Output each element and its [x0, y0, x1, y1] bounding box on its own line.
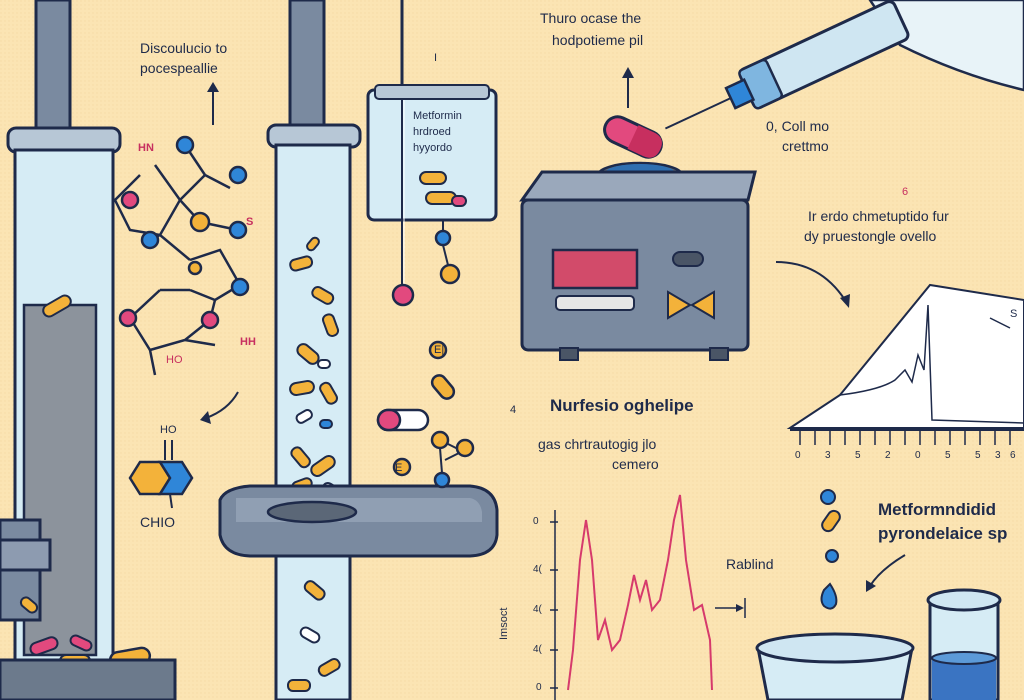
syringe: [664, 0, 1024, 130]
s-label: S: [246, 216, 254, 228]
vial-label-3: hyyordo: [413, 142, 453, 154]
hh-label: HH: [240, 336, 256, 348]
ho-label: HO: [166, 354, 183, 366]
left-column: [0, 0, 177, 700]
step-six-marker: 6: [902, 186, 909, 198]
ho-small-label: HO: [160, 424, 177, 436]
y-axis-label: Imsoct: [498, 607, 510, 640]
peak-s-label: S: [1010, 308, 1018, 320]
tick-label: 2: [885, 450, 891, 461]
tick-label: 3: [995, 450, 1001, 461]
scattered-capsules: [376, 340, 475, 489]
top-text-1: Thuro ocase the: [540, 10, 642, 26]
gc-tick-label: 4(: [533, 564, 542, 575]
metform-text-1: Metformndidid: [878, 500, 997, 519]
nurfesio-title: Nurfesio oghelipe: [550, 396, 694, 415]
top-text-2: hodpotieme pil: [552, 32, 644, 48]
small-four: 4: [510, 404, 517, 416]
hn-label: HN: [138, 142, 154, 154]
pill: [603, 115, 663, 159]
dissolve-label-2: pocespeallie: [140, 60, 218, 76]
gc-tick-label: 0: [536, 682, 542, 693]
gas-text-2: cemero: [612, 456, 659, 472]
peak-chart: [786, 283, 1024, 445]
vial-label-2: hrdroed: [413, 126, 451, 138]
beaker-bowl: [755, 632, 915, 700]
tick-label: 5: [975, 450, 981, 461]
arrow-up-pill: [622, 67, 634, 108]
ir-text-1: Ir erdo chmetuptido fur: [808, 208, 949, 224]
step-marker-b: E: [395, 462, 403, 474]
molecule-atoms: [118, 135, 250, 330]
tick-label: 6: [1010, 450, 1016, 461]
analyzer-instrument: [519, 161, 757, 361]
small-molecule: [128, 440, 194, 509]
gc-tick-label: 4(: [533, 644, 542, 655]
rablind-label: Rablind: [726, 556, 774, 572]
gc-tick-label: 4(: [533, 604, 542, 615]
arrow-up-dissolve: [207, 82, 219, 125]
arrow-down-left: [200, 391, 239, 424]
step-marker-a: E|: [434, 344, 445, 356]
test-tube: [926, 588, 1002, 700]
ir-text-2: dy pruestongle ovello: [804, 228, 937, 244]
call-text-1: 0, Coll mo: [766, 118, 830, 134]
call-text-2: crettmo: [782, 138, 829, 154]
middle-column-capsules: [287, 236, 345, 692]
chio-label: CHIO: [140, 514, 175, 530]
gc-tick-label: 0: [533, 516, 539, 527]
tick-label: 0: [915, 450, 921, 461]
step-one-marker: I: [434, 52, 438, 64]
middle-column: [218, 0, 499, 700]
arrow-to-droplet: [866, 554, 906, 592]
tick-label: 5: [945, 450, 951, 461]
tick-label: 3: [825, 450, 831, 461]
arrow-to-peak: [775, 261, 850, 308]
gas-text-1: gas chrtrautogig jlo: [538, 436, 657, 452]
hanging-vial: [366, 0, 498, 307]
droplets: [820, 489, 841, 610]
metform-text-2: pyrondelaice sp: [878, 524, 1008, 543]
tick-label: 0: [795, 450, 801, 461]
tick-label: 5: [855, 450, 861, 461]
gc-chromatogram: [550, 494, 746, 700]
vial-label-1: Metformin: [413, 110, 462, 122]
dissolve-label-1: Discoulucio to: [140, 40, 228, 56]
